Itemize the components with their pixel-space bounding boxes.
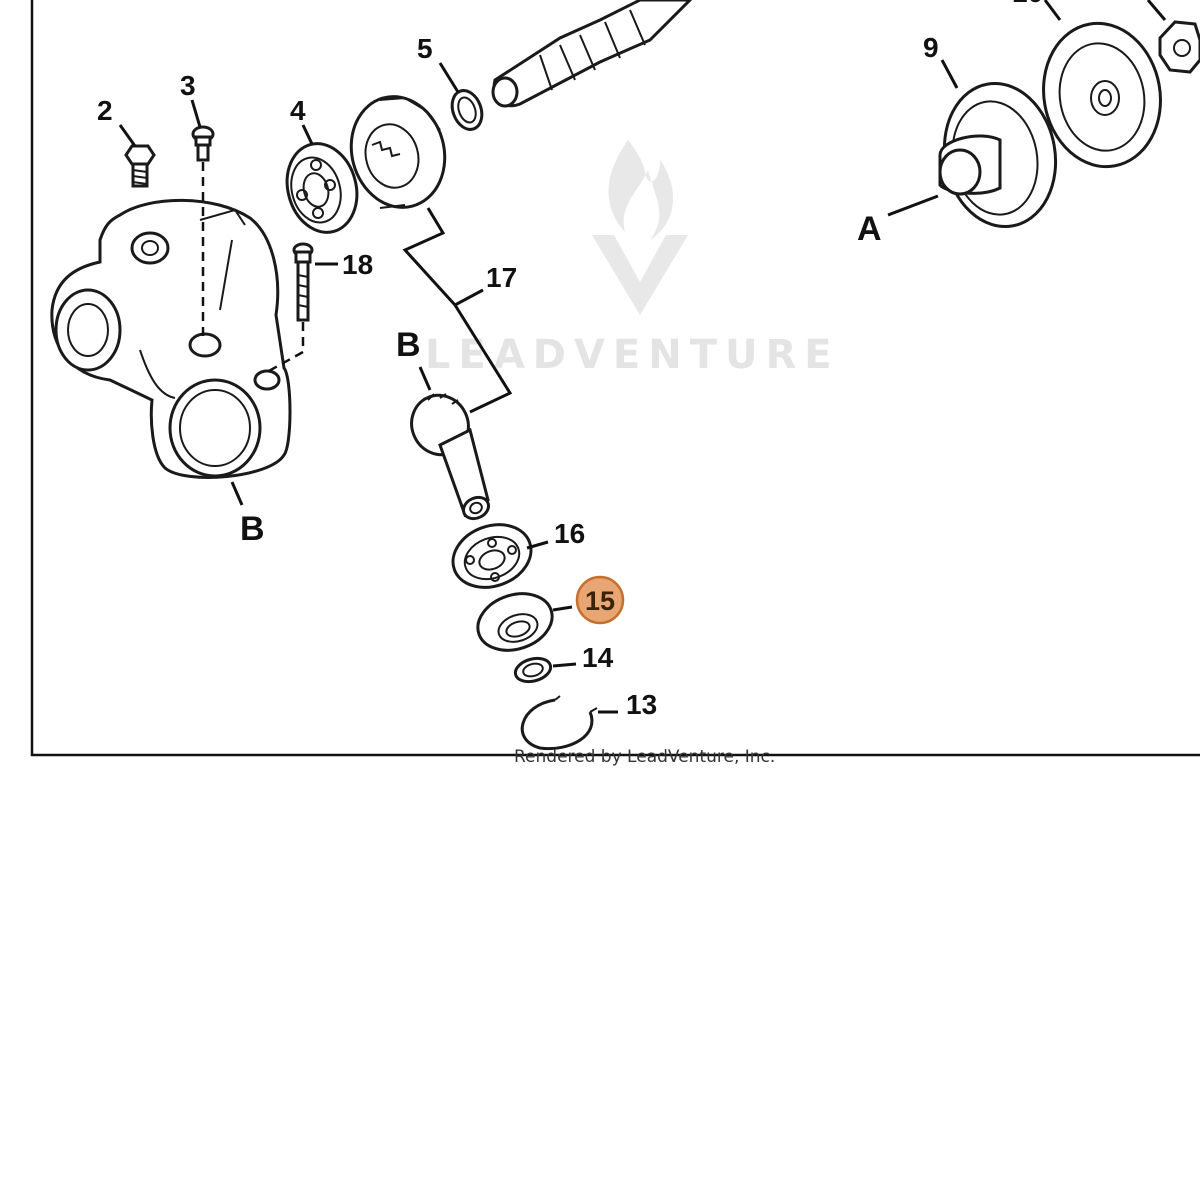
highlight-circle <box>577 577 623 623</box>
seal-15 <box>476 592 554 652</box>
leader-b-upper <box>418 366 432 391</box>
callout-15-highlight[interactable]: 15 <box>575 575 625 625</box>
disc-10 <box>1042 21 1162 169</box>
label-a[interactable]: A <box>857 210 882 248</box>
leader-17 <box>402 207 513 414</box>
callout-14[interactable]: 14 <box>582 642 614 673</box>
flange-9 <box>938 81 1058 229</box>
callout-3[interactable]: 3 <box>180 70 196 101</box>
leader-5 <box>438 62 460 93</box>
callout-13[interactable]: 13 <box>626 689 657 720</box>
leader-16 <box>526 540 549 550</box>
leader-b-lower <box>230 481 244 506</box>
callout-2[interactable]: 2 <box>97 95 113 126</box>
callout-10[interactable]: 10 <box>1012 0 1043 8</box>
leader-3 <box>190 99 202 128</box>
callout-4[interactable]: 4 <box>290 95 306 126</box>
pinion-gear <box>410 393 491 521</box>
ring-14 <box>513 656 553 684</box>
callout-16[interactable]: 16 <box>554 518 585 549</box>
screw-18 <box>292 242 314 322</box>
nut-11 <box>1158 20 1200 74</box>
label-b-lower[interactable]: B <box>240 510 265 548</box>
leader-2 <box>118 124 137 147</box>
leader-15 <box>552 605 573 612</box>
callout-9[interactable]: 9 <box>923 32 939 63</box>
bolt-2 <box>124 144 156 188</box>
gear-housing <box>50 198 292 479</box>
assembly-line-18 <box>266 322 305 374</box>
callout-17[interactable]: 17 <box>486 262 517 293</box>
drive-shaft <box>491 0 693 108</box>
callout-18[interactable]: 18 <box>342 249 373 280</box>
leader-a <box>887 194 939 217</box>
credit-text: Rendered by LeadVenture, Inc. <box>514 747 775 767</box>
watermark-text: LEADVENTURE <box>425 332 840 378</box>
bearing-4 <box>285 142 359 234</box>
leader-4 <box>301 124 314 145</box>
leader-10 <box>1043 0 1062 21</box>
bearing-16 <box>451 523 533 589</box>
bevel-gear-17 <box>349 95 447 209</box>
leader-14 <box>552 662 577 668</box>
leader-9 <box>940 59 959 89</box>
leader-11 <box>1146 0 1167 21</box>
label-b-upper[interactable]: B <box>396 326 421 364</box>
circlip-13 <box>520 695 598 751</box>
callout-15[interactable]: 15 <box>585 586 615 616</box>
snap-ring-5 <box>450 89 484 131</box>
screw-3 <box>191 125 215 162</box>
highlight-ring <box>575 575 625 625</box>
diagram-frame <box>30 0 1200 757</box>
watermark-logo <box>592 140 688 315</box>
callout-5[interactable]: 5 <box>417 33 433 64</box>
